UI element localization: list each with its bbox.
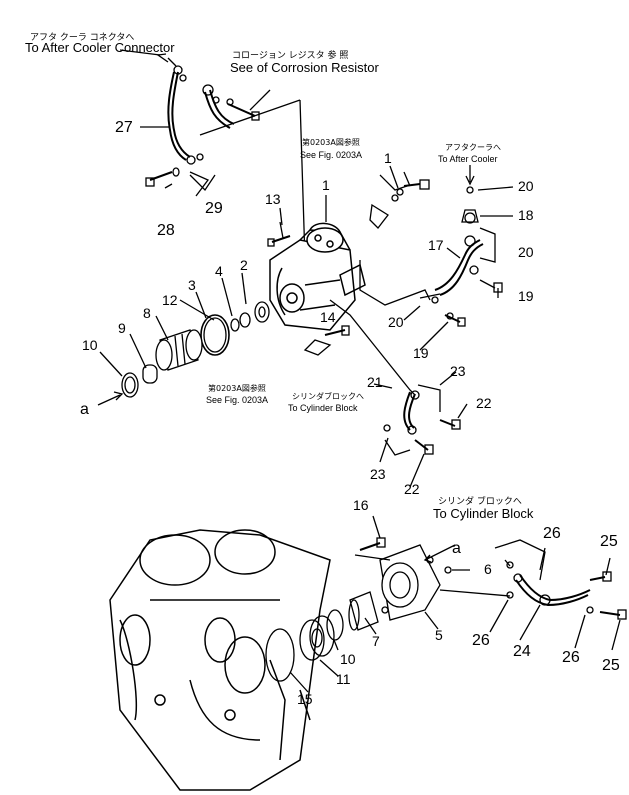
part-number: 18 xyxy=(518,207,534,223)
caption-after-cooler-connector: To After Cooler Connector xyxy=(25,40,175,55)
part-number: 22 xyxy=(476,395,492,411)
part-number: 29 xyxy=(205,200,223,217)
cylinder-block xyxy=(109,529,331,791)
pipe-corrosion xyxy=(202,84,260,129)
caption-corrosion-resistor-jp: コロージョン レジスタ 参 照 xyxy=(232,51,349,61)
pipe-21 xyxy=(383,384,461,456)
part-number: 8 xyxy=(143,305,151,321)
caption-cylinder-block-mid: To Cylinder Block xyxy=(288,403,358,413)
part-number: 17 xyxy=(428,237,444,253)
part-number: 26 xyxy=(543,525,561,542)
seal-parts xyxy=(200,301,270,356)
part-number: 25 xyxy=(602,657,620,674)
part-number: 1 xyxy=(322,177,330,193)
part-number: 20 xyxy=(518,244,534,260)
part-number: 15 xyxy=(297,691,313,707)
part-number: 6 xyxy=(484,561,492,577)
shaft-parts xyxy=(121,329,203,398)
part-number: 14 xyxy=(320,309,336,325)
caption-cylinder-block-low: To Cylinder Block xyxy=(433,506,534,521)
part-number: 9 xyxy=(118,320,126,336)
part-number: 27 xyxy=(115,119,133,136)
caption-after-cooler-jp: アフタクーラへ xyxy=(445,143,501,152)
pipe-24 xyxy=(439,539,627,620)
caption-after-cooler-connector-jp: アフタ クーラ コネクタへ xyxy=(30,33,135,43)
part-number: 10 xyxy=(82,337,98,353)
caption-cylinder-block-mid-jp: シリンダブロックへ xyxy=(292,392,364,401)
caption-corrosion-resistor: See of Corrosion Resistor xyxy=(230,60,379,75)
part-number: 1 xyxy=(384,150,392,166)
part-number: 22 xyxy=(404,481,420,497)
pipe-27 xyxy=(145,57,204,187)
caption-cylinder-block-low-jp: シリンダ ブロックへ xyxy=(438,497,522,507)
housing-5 xyxy=(379,544,441,621)
part-number: 19 xyxy=(413,345,429,361)
part-number: 26 xyxy=(562,649,580,666)
part-number: 11 xyxy=(336,671,351,687)
caption-fig-ref-top: See Fig. 0203A xyxy=(300,150,363,160)
pipe-17 xyxy=(434,165,503,296)
part-number: 21 xyxy=(367,374,383,390)
part-number: 25 xyxy=(600,533,618,550)
part-number: 2 xyxy=(240,257,248,273)
part-number: 13 xyxy=(265,191,281,207)
part-number: 23 xyxy=(370,466,386,482)
part-number: 23 xyxy=(450,363,466,379)
part-number: 3 xyxy=(188,277,196,293)
part-number: 4 xyxy=(215,263,223,279)
compressor-body xyxy=(269,222,366,331)
caption-fig-ref-top-jp: 第0203A図参照 xyxy=(302,138,360,147)
part-number: 16 xyxy=(353,497,369,513)
part-number: 24 xyxy=(513,643,531,660)
caption-after-cooler: To After Cooler xyxy=(438,154,498,164)
part-number: a xyxy=(452,540,461,557)
part-number: 20 xyxy=(388,314,404,330)
part-number: 26 xyxy=(472,632,490,649)
part-number: 20 xyxy=(518,178,534,194)
part-number: 28 xyxy=(157,222,175,239)
part-number: 12 xyxy=(162,292,178,308)
part-number: a xyxy=(80,401,89,418)
caption-fig-ref-bottom-jp: 第0203A図参照 xyxy=(208,384,266,393)
part-number: 5 xyxy=(435,627,443,643)
bearing-11 xyxy=(299,615,335,661)
caption-fig-ref-bottom: See Fig. 0203A xyxy=(206,395,269,405)
part-number: 10 xyxy=(340,651,356,667)
part-number: 7 xyxy=(372,633,380,649)
part-number: 19 xyxy=(518,288,534,304)
